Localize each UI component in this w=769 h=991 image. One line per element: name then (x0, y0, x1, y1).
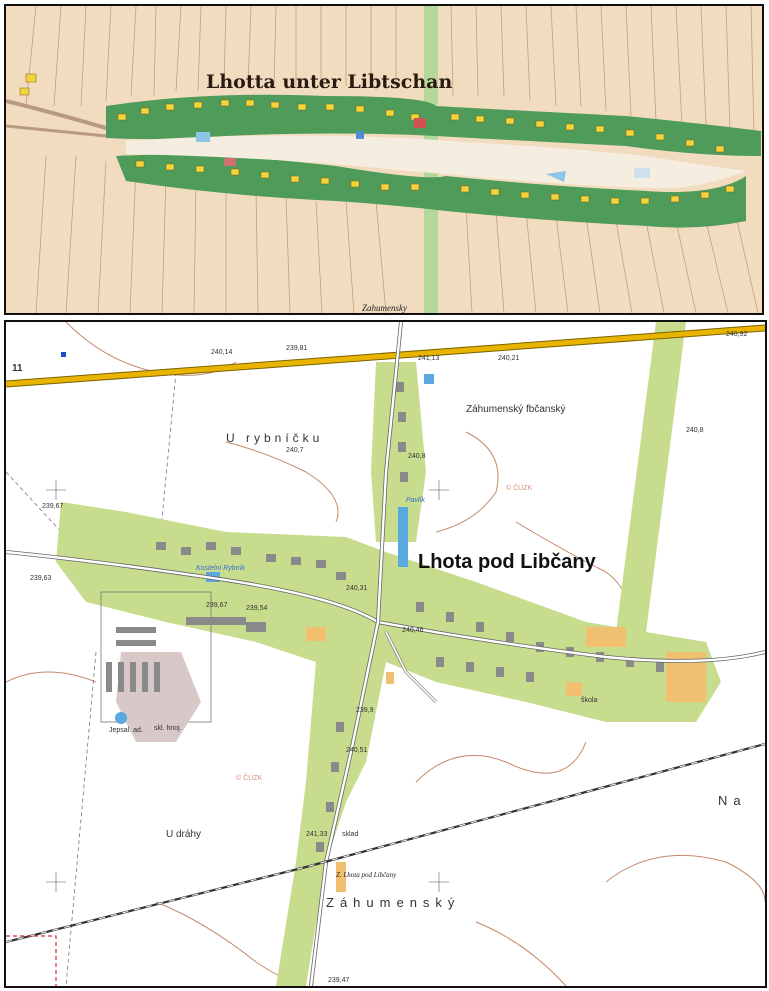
spot-height: 240,7 (286, 447, 304, 454)
watermark-cuzk: © ČÚZK (236, 773, 262, 782)
blue-marker (61, 352, 66, 357)
pond-top (424, 374, 434, 384)
watermark-cuzk: © ČÚZK (506, 483, 532, 492)
label-sklad: sklad (342, 831, 358, 838)
road-11 (6, 325, 765, 387)
label-pond: Pavlík (406, 497, 426, 504)
village-title: Lhota pod Libčany (418, 551, 597, 573)
grid-crosses (46, 480, 449, 892)
historical-village-green (126, 135, 746, 189)
spot-height: 239,9 (356, 707, 374, 714)
historical-map-label-bottom: Zahumensky (362, 303, 407, 313)
spot-height: 239,47 (328, 977, 350, 984)
spot-height: 240,21 (498, 355, 520, 362)
spot-height: 240,31 (346, 585, 368, 592)
historical-map-title: Lhotta unter Libtschan (206, 71, 452, 93)
spot-height: 240,8 (408, 453, 426, 460)
label-u-drahy: U dráhy (166, 829, 201, 840)
historical-cadastral-map: Lhotta unter Libtschan Zahumensky (4, 4, 764, 315)
spot-height: 240,92 (726, 331, 748, 338)
label-station: Z. Lhota pod Libčany (336, 871, 397, 879)
label-zahumensky-bottom: Záhumenský (326, 895, 460, 910)
label-na: Na (718, 793, 747, 808)
road-number-bg (10, 362, 24, 372)
historical-road-west-2 (6, 124, 107, 138)
road-number-label: 11 (12, 363, 23, 374)
green-strip-east (616, 322, 686, 632)
spot-height: 240,8 (686, 427, 704, 434)
tank (115, 712, 127, 724)
spot-height: 240,14 (211, 349, 233, 356)
label-jepsen: Jepsal. ad. (109, 727, 143, 734)
railway (6, 742, 765, 944)
modern-map-canvas: 11 (6, 322, 765, 986)
modern-base-map: 11 (4, 320, 767, 988)
historical-pond (196, 132, 210, 142)
label-zahumensky-top: Záhumenský fbčanský (466, 404, 566, 415)
historical-pond-2 (546, 171, 566, 182)
historical-road-west (6, 99, 117, 133)
built-up-area (56, 502, 721, 986)
historical-church (414, 118, 426, 128)
historical-gardens-north (106, 94, 761, 156)
historical-gardens-south (116, 154, 746, 228)
historical-houses (19, 73, 735, 205)
spot-height: 241,13 (418, 355, 440, 362)
label-u-rybnicku: U rybníčku (226, 431, 323, 445)
spot-height: 239,81 (286, 345, 308, 352)
pond-north (398, 507, 408, 567)
admin-border-red (6, 935, 57, 986)
historical-map-canvas: Lhotta unter Libtschan Zahumensky (6, 6, 761, 313)
historical-water (356, 131, 364, 139)
spot-height: 239,63 (30, 575, 52, 582)
historical-building-red (224, 158, 236, 166)
field-strip-lines (25, 6, 759, 313)
spot-height: 239,54 (246, 605, 268, 612)
label-hnoj: skl. hnoj. (154, 725, 182, 732)
contour-lines (6, 322, 765, 986)
spot-height: 240,51 (346, 747, 368, 754)
spot-height: 241,33 (306, 831, 328, 838)
spot-height: 239,67 (206, 602, 228, 609)
spot-height: 239,67 (42, 503, 64, 510)
label-school: škola (581, 697, 597, 704)
historical-pond-3 (634, 168, 650, 178)
spot-height: 240,46 (402, 627, 424, 634)
label-pond-2: Kostelní Rybník (196, 565, 246, 572)
local-roads (6, 322, 765, 986)
farm-yard (116, 652, 201, 742)
